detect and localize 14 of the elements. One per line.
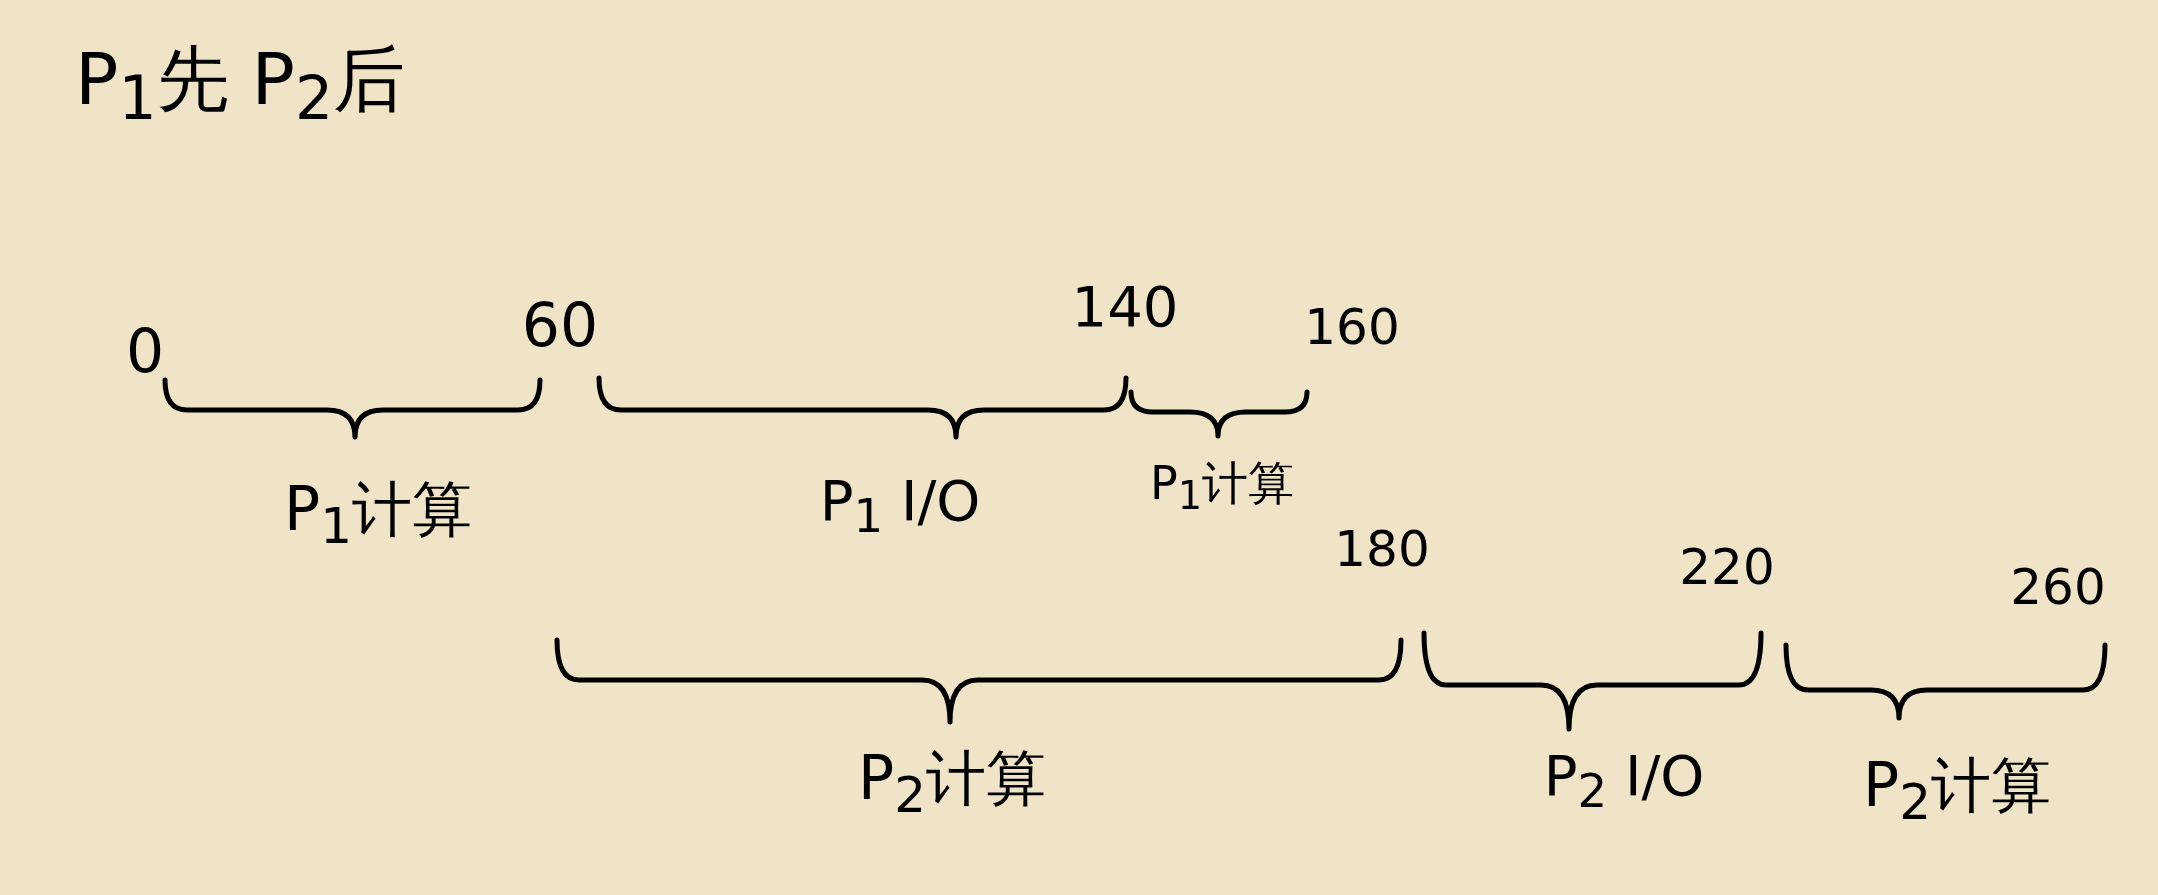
time-value: 260 <box>2010 560 2106 615</box>
time-value: 140 <box>1071 276 1179 338</box>
time-value: 160 <box>1304 300 1400 355</box>
phase-label: P$_{1}$计算 <box>284 476 472 554</box>
time-value: 0 <box>125 318 165 384</box>
phase-label: P$_{1}$ I/O <box>819 470 981 543</box>
heading: P$_{1}$先 P$_{2}$后 <box>75 40 406 132</box>
time-value: 220 <box>1679 540 1775 595</box>
time-value: 60 <box>521 292 599 358</box>
phase-label: P$_{1}$计算 <box>1149 458 1295 518</box>
phase-label: P$_{2}$ I/O <box>1543 745 1705 818</box>
phase-label: P$_{2}$计算 <box>858 745 1046 823</box>
time-value: 180 <box>1334 522 1430 577</box>
phase-label: P$_{2}$计算 <box>1863 752 2051 830</box>
